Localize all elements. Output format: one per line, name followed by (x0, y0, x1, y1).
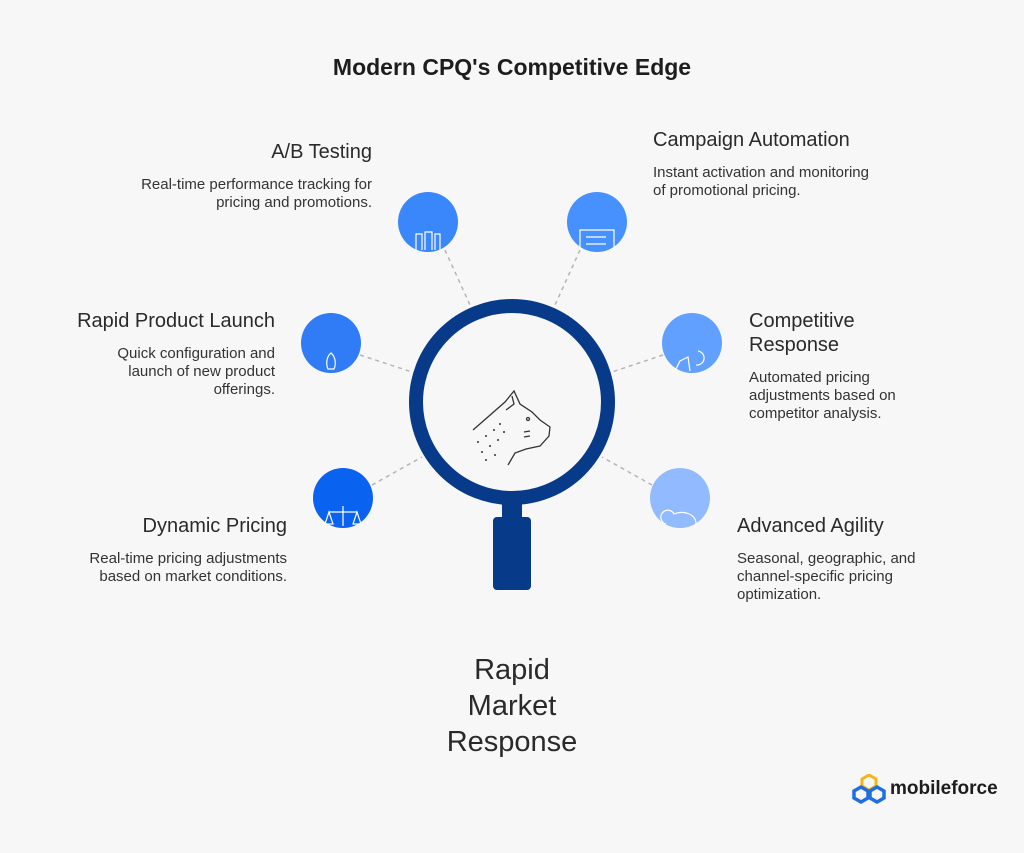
feature-description: Quick configuration and launch of new pr… (117, 345, 275, 398)
scales-icon (313, 468, 373, 528)
feature-circle (650, 468, 710, 528)
feature-competitive-response: Competitive Response Automated pricing a… (749, 309, 939, 423)
connector-dynamic (371, 456, 423, 486)
rocket-icon (301, 313, 361, 373)
cheetah-icon (472, 389, 551, 466)
connector-agility (601, 456, 653, 486)
feature-campaign-automation: Campaign Automation Instant activation a… (653, 128, 883, 200)
feature-description: Instant activation and monitoring of pro… (653, 164, 869, 199)
feature-description: Real-time pricing adjustments based on m… (89, 550, 287, 585)
connector-competitive (611, 354, 664, 373)
connector-lines (359, 249, 664, 486)
center-label-line: Rapid (474, 654, 550, 686)
connector-campaign (554, 249, 581, 306)
center-label-line: Market (467, 690, 557, 722)
sliders-screen-icon (567, 192, 627, 252)
brand-name: mobileforce (890, 778, 998, 799)
feature-description: Seasonal, geographic, and channel-specif… (737, 550, 916, 603)
feature-dynamic-pricing: Dynamic Pricing Real-time pricing adjust… (47, 514, 287, 586)
competitor-icon (662, 313, 722, 373)
feature-title: Dynamic Pricing (142, 515, 287, 537)
feature-title: Rapid Product Launch (77, 310, 275, 332)
feature-circle (567, 192, 627, 252)
feature-description: Real-time performance tracking for prici… (141, 176, 372, 211)
feature-title: Campaign Automation (653, 129, 850, 151)
center-label-line: Response (446, 726, 578, 758)
page-title: Modern CPQ's Competitive Edge (332, 54, 692, 80)
feature-circles (301, 192, 722, 528)
feature-title: Advanced Agility (737, 515, 884, 537)
connector-ab (444, 249, 471, 306)
feature-advanced-agility: Advanced Agility Seasonal, geographic, a… (737, 514, 947, 604)
hexagon-logo-icon (852, 774, 886, 804)
center-label: Rapid Market Response (412, 652, 612, 760)
brand-logo: mobileforce (852, 774, 998, 804)
feature-description: Automated pricing adjustments based on c… (749, 369, 896, 422)
feature-circle (301, 313, 361, 373)
feature-rapid-product-launch: Rapid Product Launch Quick configuration… (75, 309, 275, 399)
feature-circle (662, 313, 722, 373)
feature-circle (398, 192, 458, 252)
magnifier-icon (409, 299, 615, 590)
feature-ab-testing: A/B Testing Real-time performance tracki… (112, 140, 372, 212)
feature-title: A/B Testing (271, 141, 372, 163)
feature-circle (313, 468, 373, 528)
chameleon-icon (650, 468, 710, 528)
connector-launch (359, 354, 413, 373)
feature-title: Competitive Response (749, 310, 855, 356)
test-tubes-icon (398, 192, 458, 252)
